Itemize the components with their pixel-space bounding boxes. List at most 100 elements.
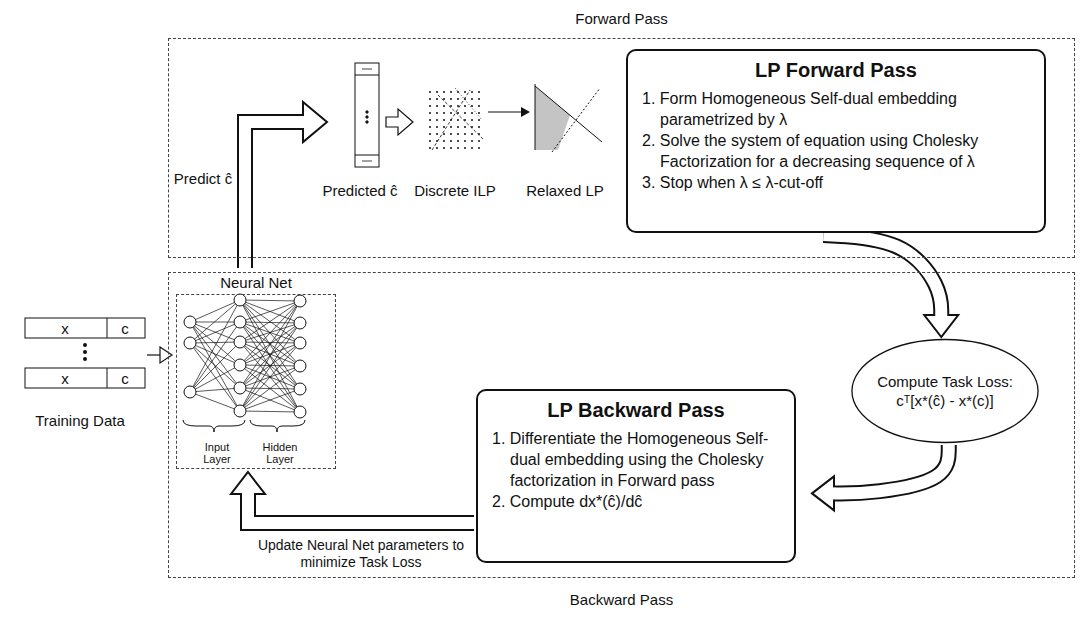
cost-vector: [366, 121, 368, 123]
process-box: LP Backward Pass1. Differentiate the Hom…: [476, 389, 796, 563]
step-text: 2. Solve the system of equation using Ch…: [642, 130, 1030, 172]
network-graph: [190, 342, 240, 392]
feasible-region: [535, 86, 570, 150]
feasible-region: [535, 84, 602, 152]
network-graph: [294, 295, 306, 307]
small-arrow: [386, 109, 413, 135]
integer-grid: [443, 91, 445, 93]
integer-grid: [436, 126, 438, 128]
box-heading: LP Forward Pass: [642, 59, 1030, 82]
integer-grid: [436, 105, 438, 107]
network-graph: [240, 366, 300, 411]
integer-grid: [478, 98, 480, 100]
arrow-fill: [823, 235, 941, 315]
arrow-head: [812, 476, 834, 510]
relax-arrow: [521, 107, 530, 117]
ellipsis-dots: [83, 343, 87, 361]
integer-grid: [429, 91, 431, 93]
input-arrow: [147, 354, 160, 355]
integer-grid: [457, 140, 459, 142]
network-graph: [234, 405, 246, 417]
network-graph: [240, 343, 300, 411]
predict-arrow: [245, 122, 303, 268]
network-graph: [184, 316, 196, 328]
step-text: 3. Stop when λ ≤ λ-cut-off: [642, 172, 1030, 193]
integer-grid: [429, 147, 431, 149]
network-graph: [240, 300, 300, 412]
integer-grid: [443, 126, 445, 128]
predict-arrow: [303, 102, 327, 142]
integer-grid: [429, 133, 431, 135]
network-graph: [190, 342, 240, 343]
network-graph: [240, 343, 300, 388]
integer-grid: [478, 112, 480, 114]
arrow-fill: [834, 445, 949, 493]
network-graph: [240, 301, 300, 388]
ilp-lines: [438, 95, 484, 140]
integer-grid: [471, 133, 473, 135]
feasible-region: [535, 86, 602, 142]
network-graph: [240, 323, 300, 411]
layer-label: Input Layer: [194, 441, 240, 465]
ilp-lines: [432, 90, 470, 150]
relax-arrow: [488, 107, 530, 117]
ilp-lines: [455, 88, 482, 120]
network-graph: [240, 342, 300, 389]
network-graph: [294, 406, 306, 418]
input-arrow: [160, 347, 172, 363]
integer-grid: [478, 126, 480, 128]
predict-arrow: [302, 116, 305, 128]
region-title: Forward Pass: [169, 10, 1074, 27]
ellipse-outline: [851, 339, 1039, 443]
network-graph: [184, 337, 196, 349]
layer-brace: [183, 420, 245, 432]
loss-text: cᵀ[x*(ĉ) - x*(c)]: [896, 391, 993, 410]
integer-grid: [436, 98, 438, 100]
step-text: 1. Form Homogeneous Self-dual embedding …: [642, 88, 1030, 130]
integer-grid: [471, 112, 473, 114]
network-graph: [190, 365, 240, 392]
predict-arrow: [245, 102, 327, 268]
network-graph: [190, 322, 240, 411]
small-arrow: [386, 109, 413, 135]
box-heading: LP Backward Pass: [492, 399, 780, 422]
integer-grid: [429, 98, 431, 100]
training-table: [107, 368, 108, 388]
integer-grid: [443, 105, 445, 107]
network-graph: [234, 336, 246, 348]
integer-grid: [429, 112, 431, 114]
cost-vector: [355, 155, 379, 156]
network-graph: [240, 365, 300, 412]
flow-arrow: [812, 445, 949, 510]
ellipsis-dots: [83, 357, 87, 361]
arrow-outline: [248, 494, 474, 523]
arrow-joint: [935, 314, 947, 317]
relax-arrow: [488, 111, 523, 112]
integer-grid: [478, 91, 480, 93]
figure-caption: Discrete ILP: [414, 182, 496, 199]
feasible-region: [552, 88, 600, 152]
network-graph: [190, 300, 240, 343]
figure-caption: Predicted ĉ: [322, 182, 397, 199]
layer-brace: [183, 420, 305, 432]
integer-grid: [443, 140, 445, 142]
arrow-joint: [242, 493, 254, 496]
integer-grid: [429, 126, 431, 128]
region-title: Backward Pass: [169, 591, 1074, 608]
network-graph: [184, 294, 306, 418]
network-graph: [240, 388, 300, 412]
integer-grid: [471, 140, 473, 142]
integer-grid: [450, 147, 452, 149]
process-box: LP Forward Pass 1. Form Homogeneous Self-…: [626, 49, 1046, 233]
training-table: [107, 318, 108, 338]
stage-region: Backward PassNeural NetInput LayerHidden…: [168, 272, 1075, 578]
cost-vector: [355, 63, 379, 167]
integer-grid: [464, 140, 466, 142]
integer-grid: [450, 140, 452, 142]
layer-label: Hidden Layer: [257, 441, 303, 465]
integer-grid: [464, 112, 466, 114]
integer-grid: [471, 91, 473, 93]
network-graph: [190, 343, 240, 411]
integer-grid: [457, 105, 459, 107]
figure-caption: Relaxed LP: [526, 182, 604, 199]
